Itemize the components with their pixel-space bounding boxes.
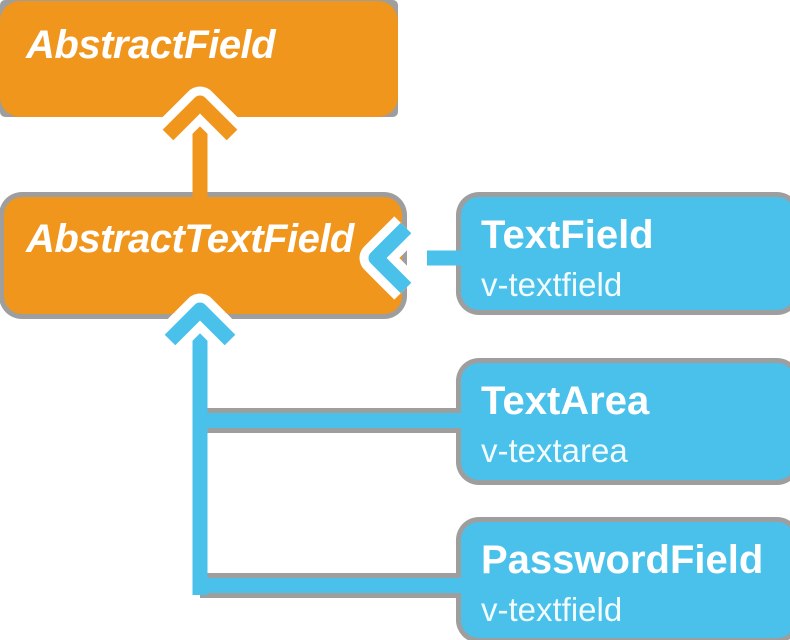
component-name-label: v-textarea bbox=[481, 432, 628, 469]
class-name-label: AbstractField bbox=[26, 23, 276, 67]
inheritance-arrowhead-up-blue bbox=[164, 302, 236, 346]
class-box-text-field: TextField v-textfield bbox=[461, 197, 790, 310]
class-box-text-area: TextArea v-textarea bbox=[461, 363, 790, 480]
class-box-password-field: PasswordField v-textfield bbox=[461, 522, 790, 638]
component-name-label: v-textfield bbox=[481, 266, 623, 303]
component-name-label: v-textfield bbox=[481, 591, 623, 628]
class-name-label: PasswordField bbox=[481, 538, 764, 582]
inheritance-arrowhead-outline bbox=[158, 293, 242, 352]
class-name-label: AbstractTextField bbox=[26, 217, 354, 261]
class-box-abstract-text-field: AbstractTextField bbox=[4, 197, 402, 314]
class-name-label: TextField bbox=[481, 213, 654, 257]
class-name-label: TextArea bbox=[481, 379, 650, 423]
class-box-abstract-field: AbstractField bbox=[0, 1, 398, 117]
